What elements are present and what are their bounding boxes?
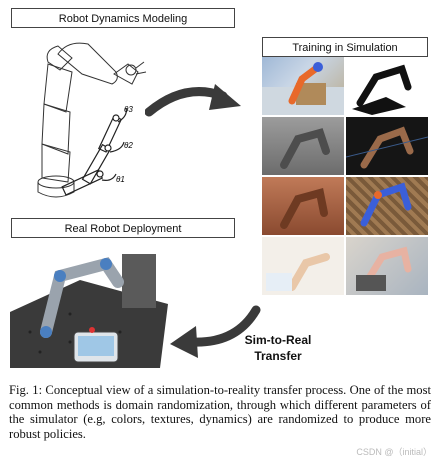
sim-image-black-silhouette <box>346 57 428 115</box>
watermark: CSDN @（initial） <box>356 447 432 457</box>
sim-image-pink-robot <box>346 237 428 295</box>
robot-dynamics-modeling-title: Robot Dynamics Modeling <box>11 8 235 28</box>
sim-image-orange-robot <box>262 57 344 115</box>
arrow-to-real-robot-icon <box>170 305 261 358</box>
training-in-simulation-title: Training in Simulation <box>262 37 428 57</box>
sim-to-real-label: Sim-to-Real Transfer <box>238 332 318 364</box>
sim-image-faded-robot <box>262 237 344 295</box>
sim-image-textured-scene <box>346 177 428 235</box>
real-robot-deployment-title: Real Robot Deployment <box>11 218 235 238</box>
real-robot-photo <box>10 242 168 368</box>
arrow-to-simulation-icon <box>145 84 241 117</box>
theta1-label: θ1 <box>116 175 125 184</box>
figure-caption: Fig. 1: Conceptual view of a simulation-… <box>9 383 431 441</box>
sim-image-gray-robot <box>262 117 344 175</box>
simulation-image-grid <box>262 57 428 300</box>
sim-image-brown-robot <box>262 177 344 235</box>
theta3-label: θ3 <box>124 105 133 114</box>
sim-image-dark-scene <box>346 117 428 175</box>
sim-to-real-line1: Sim-to-Real <box>244 333 312 347</box>
robot-arm-sketch: θ3 θ2 θ1 <box>37 42 147 198</box>
sim-to-real-line2: Transfer <box>254 349 302 363</box>
theta2-label: θ2 <box>124 141 133 150</box>
